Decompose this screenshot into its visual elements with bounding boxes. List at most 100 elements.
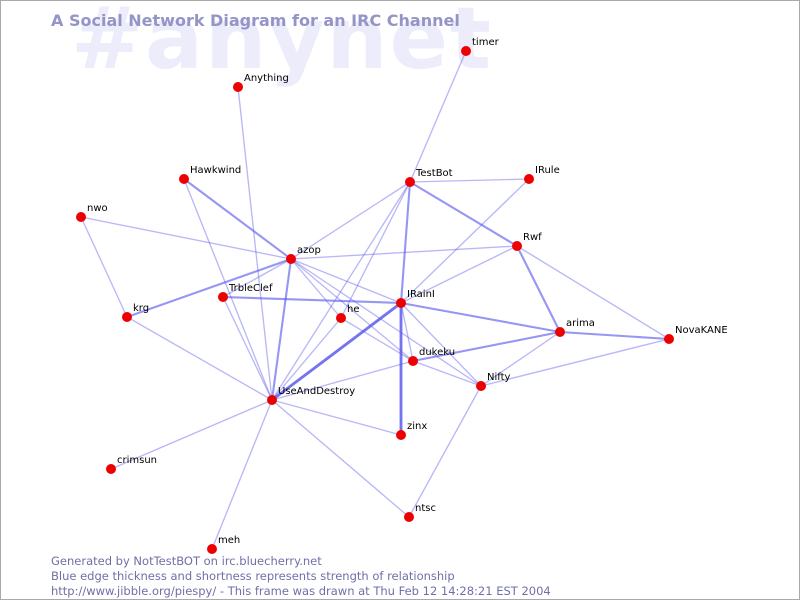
- node-krg: krg: [122, 303, 149, 322]
- edge-he-UseAndDestroy: [271, 317, 342, 401]
- edge-TestBot-he: [340, 181, 411, 319]
- edge-azop-Nifty: [290, 258, 482, 387]
- node-Rwf: Rwf: [512, 232, 542, 251]
- node-label: IRainI: [407, 289, 435, 300]
- edge-azop-dukeku: [290, 258, 414, 362]
- edge-Rwf-NovaKANE: [516, 245, 670, 340]
- node-dot: [179, 174, 189, 184]
- edge-Rwf-arima: [516, 245, 561, 333]
- edge-timer-TestBot: [409, 50, 467, 183]
- node-label: nwo: [87, 203, 108, 214]
- diagram-title: A Social Network Diagram for an IRC Chan…: [51, 11, 460, 30]
- edge-azop-he: [290, 258, 342, 319]
- edge-arima-dukeku: [412, 330, 561, 363]
- edge-TrbleClef-UseAndDestroy: [222, 296, 273, 401]
- edge-IRainI-UseAndDestroy: [271, 301, 402, 402]
- node-label: Nifty: [487, 372, 511, 383]
- edge-Hawkwind-UseAndDestroy: [183, 178, 273, 401]
- edge-NovaKANE-Nifty: [480, 338, 670, 387]
- node-label: krg: [133, 303, 149, 314]
- node-dot: [76, 212, 86, 222]
- node-dot: [396, 430, 406, 440]
- edge-nwo-krg: [80, 216, 128, 318]
- edge-layer: [80, 50, 670, 550]
- edge-azop-TrbleClef: [222, 258, 292, 298]
- node-dot: [476, 381, 486, 391]
- footer: Generated by NotTestBOT on irc.bluecherr…: [51, 554, 551, 599]
- node-azop: azop: [286, 245, 321, 264]
- node-ntsc: ntsc: [404, 503, 436, 522]
- node-label: zinx: [407, 421, 427, 432]
- edge-Anything-UseAndDestroy: [237, 86, 273, 401]
- edge-TestBot-IRule: [409, 178, 530, 183]
- node-zinx: zinx: [396, 421, 427, 440]
- node-label: UseAndDestroy: [278, 386, 355, 397]
- node-dot: [512, 241, 522, 251]
- node-dot: [233, 82, 243, 92]
- node-dot: [106, 464, 116, 474]
- node-dot: [461, 46, 471, 56]
- edge-TestBot-Rwf: [409, 181, 518, 247]
- edge-TestBot-azop: [290, 181, 411, 260]
- node-NovaKANE: NovaKANE: [664, 325, 728, 344]
- edge-dukeku-UseAndDestroy: [271, 360, 414, 401]
- node-arima: arima: [555, 318, 595, 337]
- node-dot: [405, 177, 415, 187]
- node-Nifty: Nifty: [476, 372, 511, 391]
- node-dot: [286, 254, 296, 264]
- node-dukeku: dukeku: [408, 347, 455, 366]
- node-dot: [555, 327, 565, 337]
- node-label: Rwf: [523, 232, 542, 243]
- edge-IRainI-arima: [400, 301, 561, 334]
- edge-azop-IRainI: [290, 258, 402, 304]
- edge-krg-UseAndDestroy: [126, 316, 273, 401]
- node-dot: [524, 174, 534, 184]
- edge-arima-Nifty: [480, 331, 561, 387]
- edge-TestBot-IRainI: [399, 181, 412, 304]
- node-label: Anything: [244, 73, 289, 84]
- edge-dukeku-Nifty: [412, 360, 482, 387]
- node-crimsun: crimsun: [106, 455, 157, 474]
- node-label: meh: [218, 535, 240, 546]
- node-he: he: [336, 304, 360, 323]
- node-timer: timer: [461, 37, 500, 56]
- edge-Hawkwind-azop: [183, 178, 292, 260]
- node-TestBot: TestBot: [405, 168, 453, 187]
- edge-Nifty-ntsc: [408, 385, 482, 518]
- edge-IRainI-dukeku: [400, 302, 414, 362]
- footer-url-timestamp: http://www.jibble.org/piespy/ - This fra…: [51, 584, 551, 598]
- node-dot: [122, 312, 132, 322]
- edge-arima-NovaKANE: [559, 330, 670, 341]
- node-label: NovaKANE: [675, 325, 728, 336]
- node-Anything: Anything: [233, 73, 289, 92]
- node-IRainI: IRainI: [396, 289, 435, 308]
- channel-watermark: #anynet: [71, 0, 494, 89]
- node-label: crimsun: [117, 455, 157, 466]
- node-dot: [336, 313, 346, 323]
- edge-UseAndDestroy-zinx: [271, 399, 402, 436]
- footer-generated-by: Generated by NotTestBOT on irc.bluecherr…: [51, 554, 322, 568]
- node-label: timer: [472, 37, 500, 48]
- node-meh: meh: [207, 535, 240, 554]
- node-dot: [404, 512, 414, 522]
- node-label: IRule: [535, 165, 560, 176]
- node-label: he: [347, 304, 360, 315]
- edge-TestBot-UseAndDestroy: [271, 181, 411, 401]
- node-dot: [218, 292, 228, 302]
- edge-TrbleClef-IRainI: [222, 295, 402, 305]
- edge-azop-Rwf: [290, 245, 518, 260]
- node-dot: [396, 298, 406, 308]
- edge-UseAndDestroy-meh: [211, 399, 273, 550]
- node-dot: [408, 356, 418, 366]
- footer-legend-note: Blue edge thickness and shortness repres…: [51, 569, 455, 583]
- node-dot: [207, 544, 217, 554]
- node-Hawkwind: Hawkwind: [179, 165, 241, 184]
- node-label: Hawkwind: [190, 165, 241, 176]
- edge-UseAndDestroy-ntsc: [271, 399, 410, 518]
- node-label: ntsc: [415, 503, 436, 514]
- node-UseAndDestroy: UseAndDestroy: [267, 386, 355, 405]
- node-dot: [664, 334, 674, 344]
- node-nwo: nwo: [76, 203, 108, 222]
